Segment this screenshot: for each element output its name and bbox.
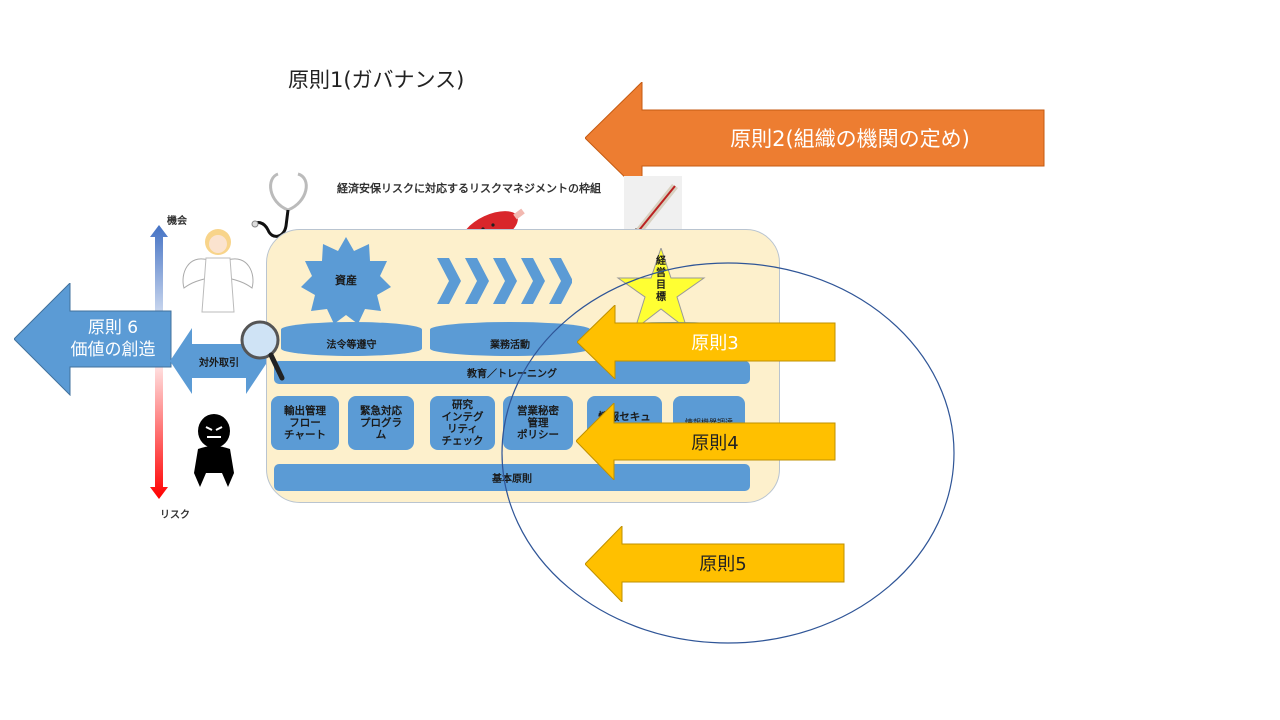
principle-5-label: 原則5 [699,554,747,575]
management-goal-label: 経 営 目 標 [656,256,666,303]
stethoscope-icon [251,172,308,238]
asset-label: 資産 [335,274,357,287]
compliance-cylinder: 法令等遵守 [281,322,422,356]
training-label: 教育／トレーニング [467,369,557,380]
management-goal-star [616,248,706,330]
principle-6-label: 原則 6 価値の創造 [70,318,156,360]
operations-cylinder: 業務活動 [430,322,590,356]
asset-badge [301,237,391,324]
process-chevrons [437,258,572,304]
principle-6-arrow [14,283,172,396]
external-trade-label: 対外取引 [199,357,239,369]
risk-label: リスク [160,510,190,521]
card-trade-secret: 営業秘密 管理 ポリシー [503,396,573,450]
chevron-4 [521,258,545,304]
scope-ellipse [501,262,955,644]
angel-icon [182,229,254,313]
villain-icon [194,414,234,487]
chevron-5 [549,258,572,304]
chevron-2 [465,258,489,304]
chevron-3 [493,258,517,304]
principle-3-arrow [577,305,836,379]
basic-principles-bar: 基本原則 [274,464,750,491]
compliance-label: 法令等遵守 [326,340,377,351]
card-export-control: 輸出管理 フロー チャート [271,396,339,450]
basic-principles-label: 基本原則 [492,474,532,485]
principle-2-label: 原則2(組織の機関の定め) [730,127,970,151]
principle-4-label: 原則4 [691,432,739,454]
training-bar: 教育／トレーニング [274,361,750,384]
principle-3-label: 原則3 [691,333,739,354]
chevron-1 [437,258,461,304]
framework-title: 経済安保リスクに対応するリスクマネジメントの枠組 [337,182,601,195]
opportunity-label: 機会 [167,216,187,227]
magnifier-icon [240,320,285,381]
operations-label: 業務活動 [490,340,530,351]
card-emergency-response: 緊急対応 プログラ ム [348,396,414,450]
principle-5-arrow [585,526,845,602]
principle-4-arrow [576,403,836,480]
card-research-integrity: 研究 インテグ リティ チェック [430,396,495,450]
principle-1-title: 原則1(ガバナンス) [288,68,465,92]
